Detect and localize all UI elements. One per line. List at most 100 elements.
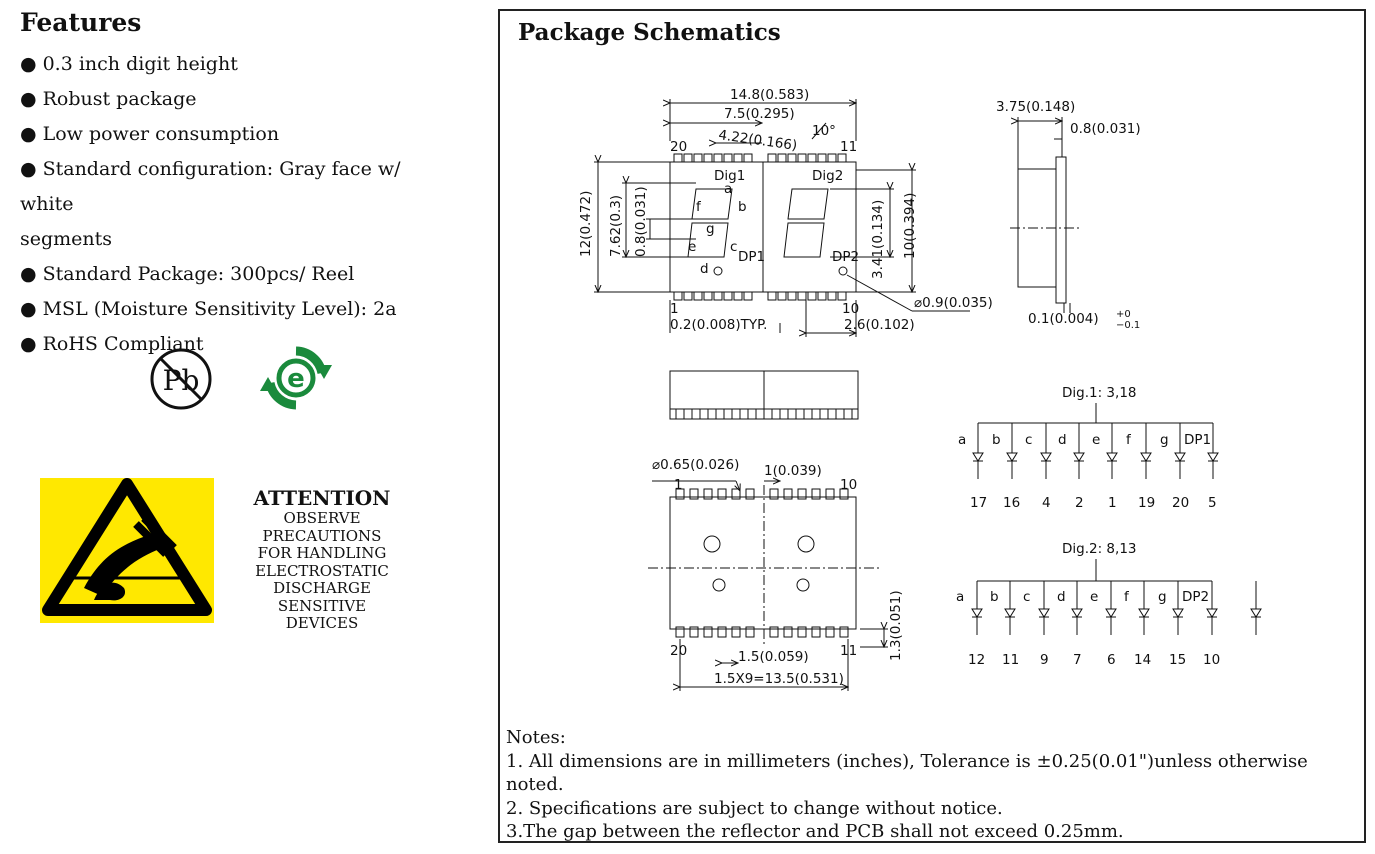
svg-text:d: d xyxy=(1057,589,1066,605)
bullet-icon: ● xyxy=(20,158,37,180)
attention-line: DEVICES xyxy=(285,614,359,632)
rohs-icon: e xyxy=(260,346,332,410)
svg-text:1.5(0.059): 1.5(0.059) xyxy=(738,649,809,665)
svg-text:e: e xyxy=(1090,589,1098,605)
svg-text:⌀0.65(0.026): ⌀0.65(0.026) xyxy=(652,457,739,473)
svg-text:b: b xyxy=(990,589,999,605)
panel-title: Package Schematics xyxy=(518,19,781,46)
bullet-icon: ● xyxy=(20,263,37,285)
note-item: 1. All dimensions are in millimeters (in… xyxy=(506,750,1308,796)
svg-text:11: 11 xyxy=(1002,652,1019,668)
svg-text:f: f xyxy=(1124,589,1130,605)
svg-text:Dig.2: 8,13: Dig.2: 8,13 xyxy=(1062,541,1137,557)
svg-text:a: a xyxy=(958,432,966,448)
svg-text:a: a xyxy=(724,181,732,197)
schematic-drawing: 14.8(0.583) 7.5(0.295) 4.22(0.166) 10° 2… xyxy=(578,87,1262,691)
svg-text:d: d xyxy=(700,261,709,277)
svg-text:5: 5 xyxy=(1208,495,1217,511)
svg-text:DP2: DP2 xyxy=(832,249,859,265)
feature-item: ●Standard configuration: Gray face w/ wh… xyxy=(20,152,460,222)
lead-free-text: Pb xyxy=(163,364,200,397)
bullet-icon: ● xyxy=(20,333,37,355)
svg-text:15: 15 xyxy=(1169,652,1186,668)
front-view-labels: 14.8(0.583) 7.5(0.295) 4.22(0.166) 10° 2… xyxy=(578,87,993,333)
svg-text:b: b xyxy=(738,199,747,215)
front-view-drawing xyxy=(594,99,970,337)
svg-text:4: 4 xyxy=(1042,495,1051,511)
svg-text:e: e xyxy=(688,239,696,255)
svg-text:1: 1 xyxy=(674,477,683,493)
feature-item: ●MSL (Moisture Sensitivity Level): 2a xyxy=(20,292,460,327)
bottom-view-drawing xyxy=(648,481,888,691)
attention-line: SENSITIVE xyxy=(277,596,367,615)
svg-text:9: 9 xyxy=(1040,652,1049,668)
package-schematics-panel: 14.8(0.583) 7.5(0.295) 4.22(0.166) 10° 2… xyxy=(498,9,1366,843)
svg-text:Dig.1: 3,18: Dig.1: 3,18 xyxy=(1062,385,1137,401)
svg-text:3.75(0.148): 3.75(0.148) xyxy=(996,99,1075,115)
svg-text:DP1: DP1 xyxy=(738,249,765,265)
svg-text:d: d xyxy=(1058,432,1067,448)
attention-line: FOR HANDLING xyxy=(257,544,387,562)
svg-text:Dig1: Dig1 xyxy=(714,168,745,184)
bullet-icon: ● xyxy=(20,298,37,320)
feature-item-continued: segments xyxy=(20,228,113,250)
features-title: Features xyxy=(20,8,142,37)
bullet-icon: ● xyxy=(20,123,37,145)
svg-text:g: g xyxy=(1158,589,1167,605)
svg-text:10: 10 xyxy=(1203,652,1220,668)
svg-text:10: 10 xyxy=(842,301,859,317)
features-section: Features ●0.3 inch digit height ●Robust … xyxy=(20,8,460,362)
svg-text:1.5X9=13.5(0.531): 1.5X9=13.5(0.531) xyxy=(714,671,844,687)
svg-text:DP2: DP2 xyxy=(1182,589,1209,605)
top-view-drawing xyxy=(669,370,859,420)
svg-text:19: 19 xyxy=(1138,495,1155,511)
feature-item: ●0.3 inch digit height xyxy=(20,47,460,82)
svg-text:12(0.472): 12(0.472) xyxy=(578,191,594,257)
svg-text:10(0.394): 10(0.394) xyxy=(902,193,918,259)
svg-text:Dig2: Dig2 xyxy=(812,168,843,184)
svg-text:1: 1 xyxy=(670,301,679,317)
rohs-symbol-text: e xyxy=(287,364,305,394)
svg-text:20: 20 xyxy=(1172,495,1189,511)
svg-text:g: g xyxy=(706,221,715,237)
svg-text:11: 11 xyxy=(840,643,857,659)
svg-text:3.41(0.134): 3.41(0.134) xyxy=(870,200,886,279)
svg-text:6: 6 xyxy=(1107,652,1116,668)
svg-text:7: 7 xyxy=(1073,652,1082,668)
svg-text:16: 16 xyxy=(1003,495,1020,511)
attention-title: ATTENTION xyxy=(253,486,391,510)
svg-text:0.8(0.031): 0.8(0.031) xyxy=(1070,121,1141,137)
svg-text:c: c xyxy=(1025,432,1032,448)
notes-section: Notes: 1. All dimensions are in millimet… xyxy=(506,726,1364,844)
side-view-drawing xyxy=(1010,117,1080,313)
attention-notice: ATTENTION OBSERVE PRECAUTIONS FOR HANDLI… xyxy=(222,486,422,633)
svg-text:7.5(0.295): 7.5(0.295) xyxy=(724,106,795,122)
svg-text:20: 20 xyxy=(670,643,687,659)
svg-text:4.22(0.166): 4.22(0.166) xyxy=(717,127,798,154)
svg-text:10°: 10° xyxy=(812,123,836,139)
circuit-digit-1: Dig.1: 3,18 a b c d e f g DP1 17 16 4 2 … xyxy=(958,385,1219,511)
svg-text:0.8(0.031): 0.8(0.031) xyxy=(633,186,649,257)
lead-free-icon: Pb xyxy=(150,348,212,410)
svg-text:12: 12 xyxy=(968,652,985,668)
svg-text:1.3(0.051): 1.3(0.051) xyxy=(888,590,904,661)
svg-text:0.1(0.004): 0.1(0.004) xyxy=(1028,311,1099,327)
svg-text:10: 10 xyxy=(840,477,857,493)
attention-line: ELECTROSTATIC xyxy=(255,561,389,580)
svg-text:2: 2 xyxy=(1075,495,1084,511)
attention-line: DISCHARGE xyxy=(273,579,371,597)
svg-text:20: 20 xyxy=(670,139,687,155)
svg-text:c: c xyxy=(1023,589,1030,605)
svg-text:14.8(0.583): 14.8(0.583) xyxy=(730,87,809,103)
bullet-icon: ● xyxy=(20,88,37,110)
svg-text:b: b xyxy=(992,432,1001,448)
feature-item: ●Low power consumption xyxy=(20,117,460,152)
svg-text:a: a xyxy=(956,589,964,605)
svg-text:DP1: DP1 xyxy=(1184,432,1211,448)
svg-text:+0: +0 xyxy=(1116,309,1131,320)
circuit-digit-2: Dig.2: 8,13 a b c d e f g DP2 12 11 9 7 xyxy=(956,541,1262,668)
side-view-labels: 3.75(0.148) 0.8(0.031) 0.1(0.004) +0 −0.… xyxy=(996,99,1141,331)
note-item: 3.The gap between the reflector and PCB … xyxy=(506,821,1124,842)
svg-text:11: 11 xyxy=(840,139,857,155)
svg-text:f: f xyxy=(1126,432,1132,448)
